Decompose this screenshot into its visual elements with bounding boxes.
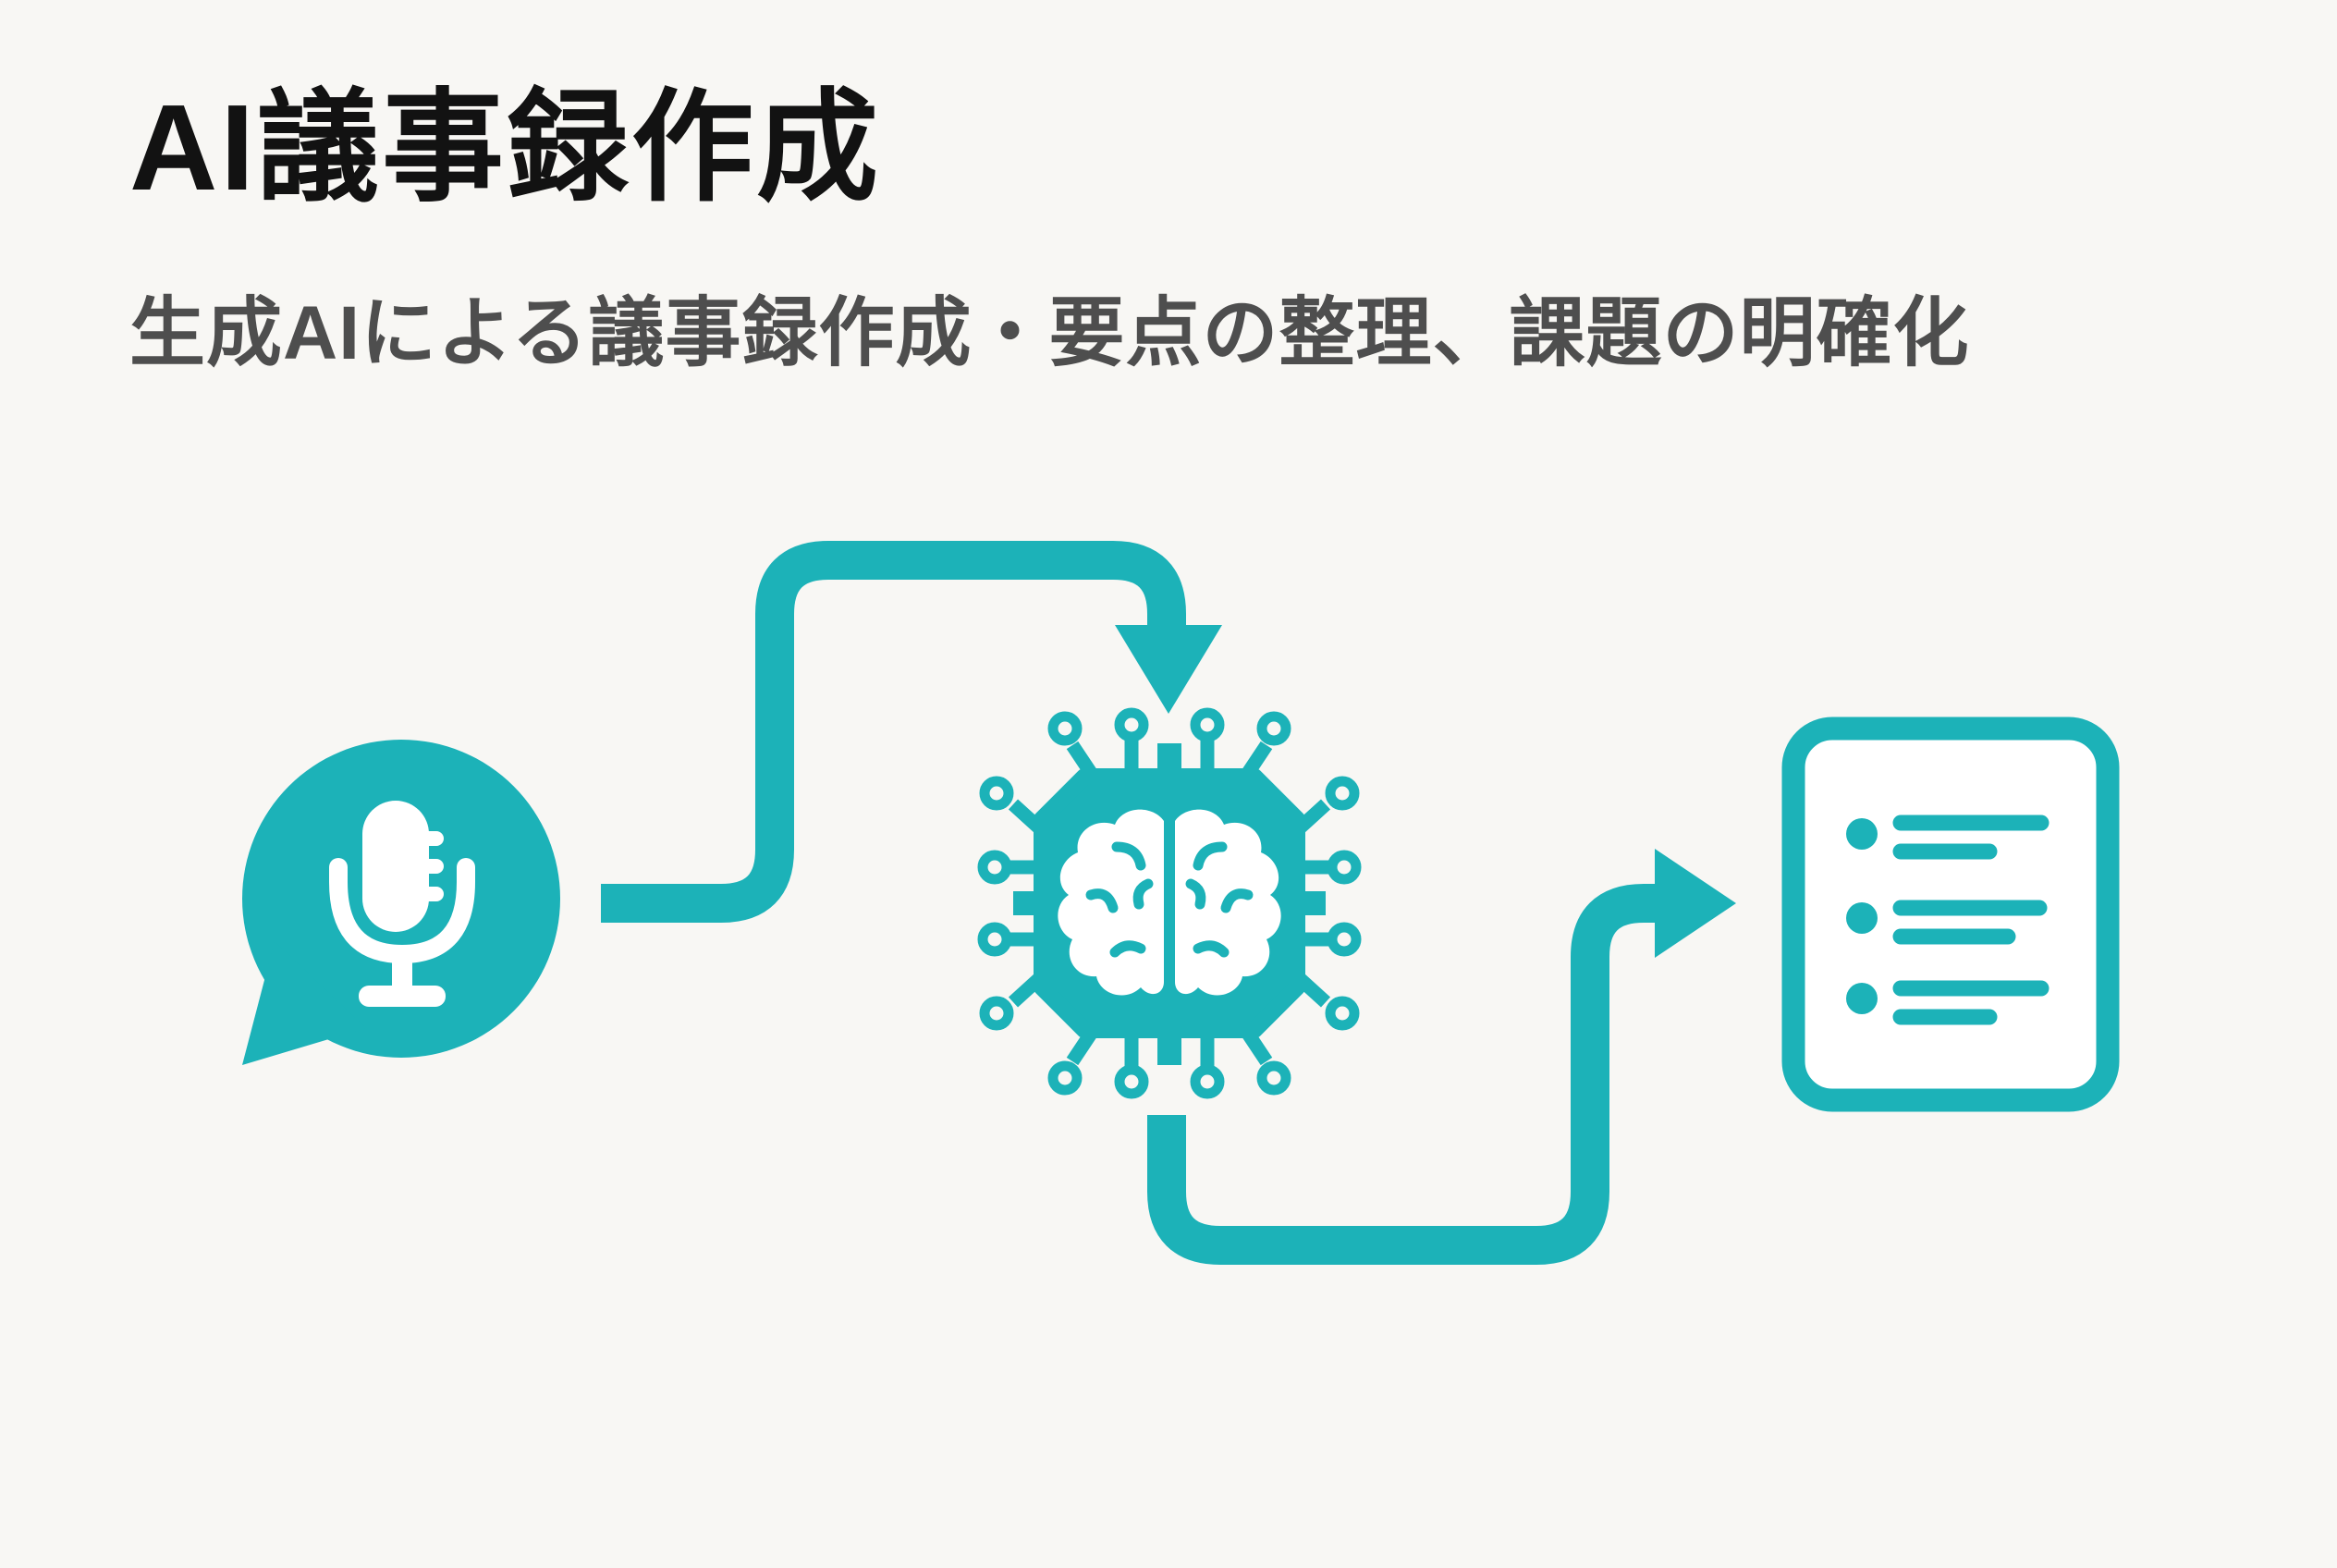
ai-chip-brain-icon [977,707,1362,1099]
bullet-list [1846,815,2049,1025]
brain-icon [1058,809,1281,996]
arrowhead-right [1655,849,1736,958]
page-subtitle: 生成AIによる議事録作成・要点の整理、課題の明確化 [129,291,1970,375]
document-list-icon [1781,717,2120,1112]
bullet-dot [1846,818,1878,850]
microphone-icon [329,801,475,1007]
page-title: AI議事録作成 [129,80,881,215]
elbow-arrow-down-icon [601,541,1222,923]
speech-bubble-microphone-icon [242,740,560,1065]
elbow-arrow-right-icon [1147,849,1736,1265]
bullet-dot [1846,902,1878,934]
speech-bubble-tail [242,941,366,1065]
bullet-dot [1846,983,1878,1014]
arrowhead-down [1115,625,1222,714]
